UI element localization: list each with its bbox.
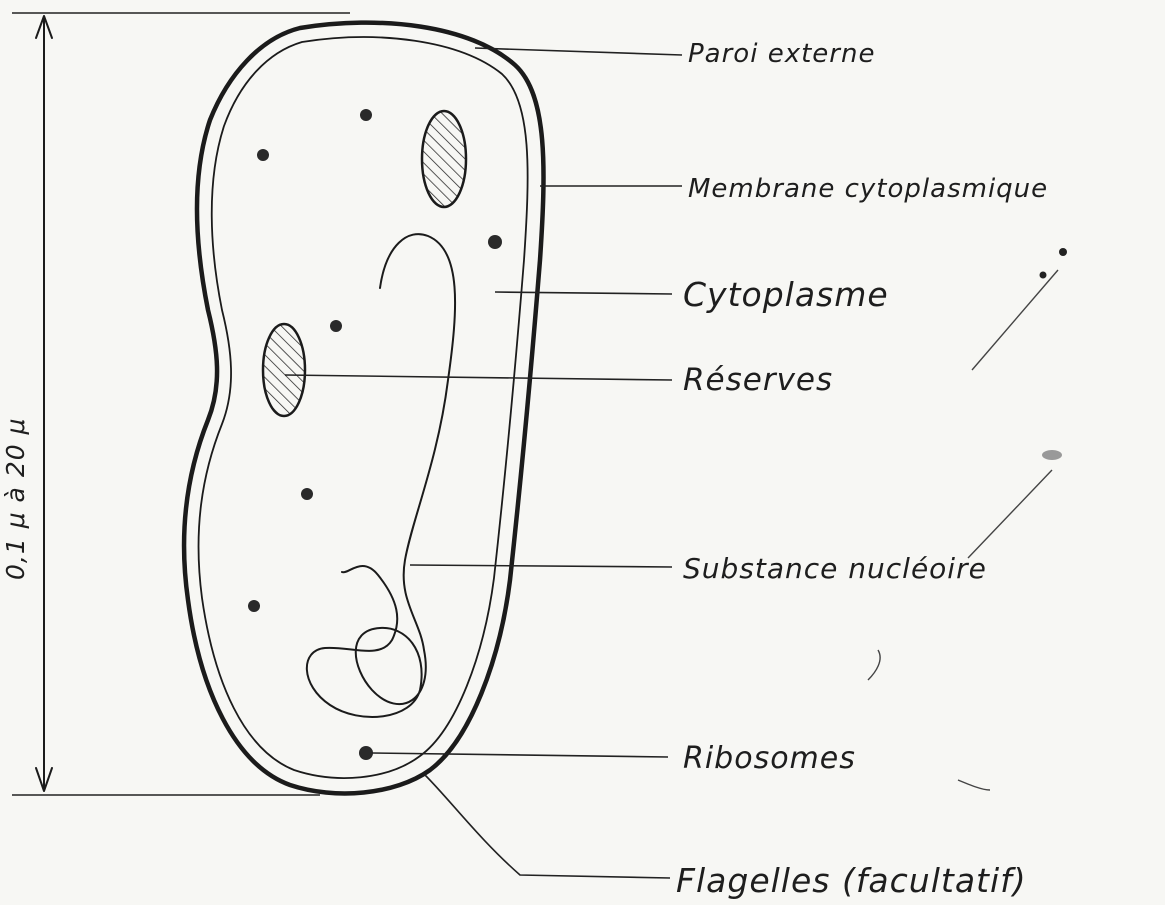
scan-speck [1059, 248, 1067, 256]
scan-speck-2 [1040, 272, 1047, 279]
leader-lines [285, 48, 682, 878]
label-reserves: Réserves [683, 362, 833, 398]
label-cytoplasme: Cytoplasme [683, 275, 889, 314]
label-ribosomes: Ribosomes [683, 741, 856, 776]
scan-smudge [1042, 450, 1062, 460]
scan-marks [868, 270, 1058, 790]
cytoplasmic-membrane [199, 37, 528, 778]
label-paroi-externe: Paroi externe [688, 39, 875, 69]
dimension-label: 0,1 μ à 20 μ [1, 418, 30, 581]
nucleoid-thread [307, 234, 455, 717]
leader-substance [410, 565, 672, 567]
reserve-granule-upper [422, 111, 466, 207]
label-flagelles: Flagelles (facultatif) [676, 861, 1027, 900]
leader-ribosomes [372, 753, 668, 757]
label-membrane-cytoplasmique: Membrane cytoplasmique [688, 174, 1048, 204]
leader-reserves [285, 375, 672, 380]
leader-paroi [475, 48, 682, 55]
leader-flagelles [425, 775, 670, 878]
ribosome-dots [248, 109, 502, 760]
reserve-granule-lower [263, 324, 305, 416]
label-substance-nucleoire: Substance nucléoire [683, 552, 987, 585]
